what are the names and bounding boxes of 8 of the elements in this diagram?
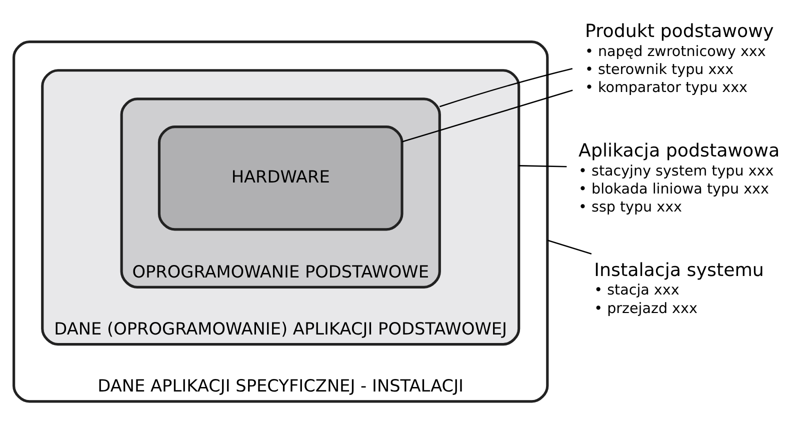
node-text: Instalacja systemu • stacja xxx • przejazd xxx: [594, 260, 764, 317]
node-text: Aplikacja podstawowa • stacyjny system typu xxx • blokada liniowa typu xxx • ssp typu xxx: [578, 140, 780, 216]
connector: [439, 68, 573, 108]
node-text: Produkt podstawowy • napęd zwrotnicowy xxx • sterownik typu xxx • komparator typu xxx: [585, 20, 774, 96]
connector: [402, 90, 573, 142]
connector: [518, 165, 567, 168]
connector: [547, 240, 592, 254]
node-box: HARDWARE: [158, 126, 404, 231]
